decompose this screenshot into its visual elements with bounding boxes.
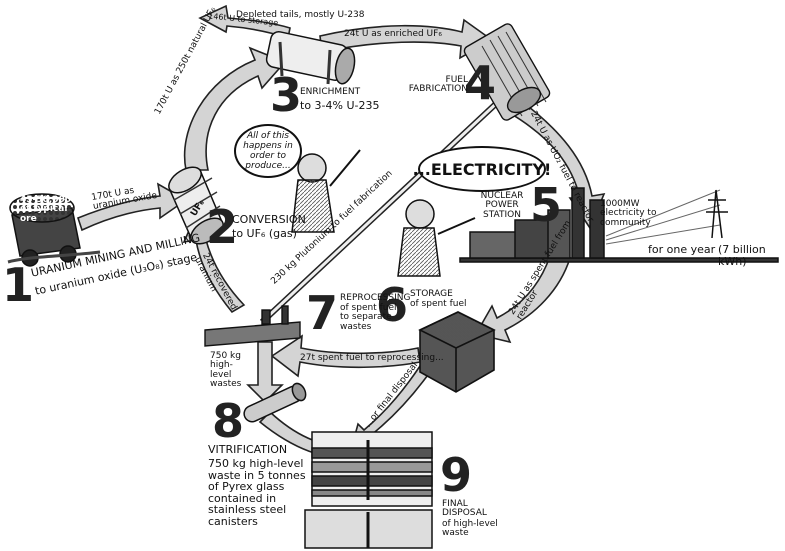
hlw-label: 750 kg high-level wastes — [210, 351, 242, 390]
electricity-speech: ...ELECTRICITY! — [413, 146, 551, 192]
stage-5-title: NUCLEAR POWER STATION — [480, 191, 524, 220]
plutonium-line-inner — [260, 98, 502, 324]
stage-7-number: 7 — [306, 286, 339, 340]
disposal-strata — [304, 431, 433, 549]
mining-cart — [7, 193, 101, 267]
output-energy: (7 billion kWh) — [718, 243, 766, 268]
stage-6-title: STORAGE — [410, 289, 453, 299]
scientist-speech: All of this happens in order to produce.… — [234, 124, 302, 178]
stage-1-number: 1 — [2, 258, 35, 312]
ore-amount: 45-50,000t of typical ore — [20, 195, 76, 224]
enriched-label: 24t U as enriched UF₆ — [344, 29, 442, 39]
pylon — [706, 189, 728, 239]
arrow-reprocess-to-vitrification — [246, 341, 284, 404]
stage-5-number: 5 — [530, 178, 563, 232]
stage-8-title: VITRIFICATION — [208, 443, 288, 456]
stage-2-title: CONVERSION — [232, 213, 306, 226]
depleted-tails-label: Depleted tails, mostly U-238 — [236, 10, 365, 20]
stage-8-description: 750 kg high-level waste in 5 tonnes of P… — [208, 457, 306, 528]
stage-9-title: FINAL DISPOSAL — [442, 499, 487, 519]
stage-7-subtitle: of spent fuel to separate wastes — [340, 303, 397, 332]
stage-8-number: 8 — [212, 394, 245, 448]
storage-block — [418, 311, 496, 393]
stage-3-number: 3 — [270, 68, 303, 122]
stage-9-subtitle: of high-level waste — [442, 519, 498, 539]
stage-3-subtitle: to 3-4% U-235 — [300, 99, 380, 112]
scientist-figure — [291, 149, 361, 233]
glass-canister — [243, 382, 307, 423]
stage-7-title: REPROCESSING — [340, 293, 411, 303]
fuel-assembly — [463, 23, 551, 121]
reprocessing-plant — [204, 305, 301, 347]
enrichment-cylinder — [265, 31, 356, 85]
stage-6-subtitle: of spent fuel — [410, 299, 467, 309]
to-reprocessing-label: 27t spent fuel to reprocessing... — [300, 353, 444, 363]
stage-6-number: 6 — [376, 278, 409, 332]
output-period: for one year — [648, 243, 716, 256]
stage-2-subtitle: to UF₆ (gas) — [232, 227, 297, 240]
arrow-mining-to-conversion — [77, 182, 188, 232]
stage-4-title: FUEL FABRICATION — [408, 75, 468, 95]
stage-4-number: 4 — [464, 56, 497, 110]
stage-9-number: 9 — [440, 448, 473, 502]
presenter-figure — [397, 199, 476, 277]
uf6-drum — [168, 166, 224, 245]
electricity-output: 1000MW electricity to community — [600, 199, 657, 228]
stage-2-number: 2 — [206, 200, 239, 254]
power-station — [459, 187, 779, 263]
stage-3-title: ENRICHMENT — [300, 87, 361, 97]
